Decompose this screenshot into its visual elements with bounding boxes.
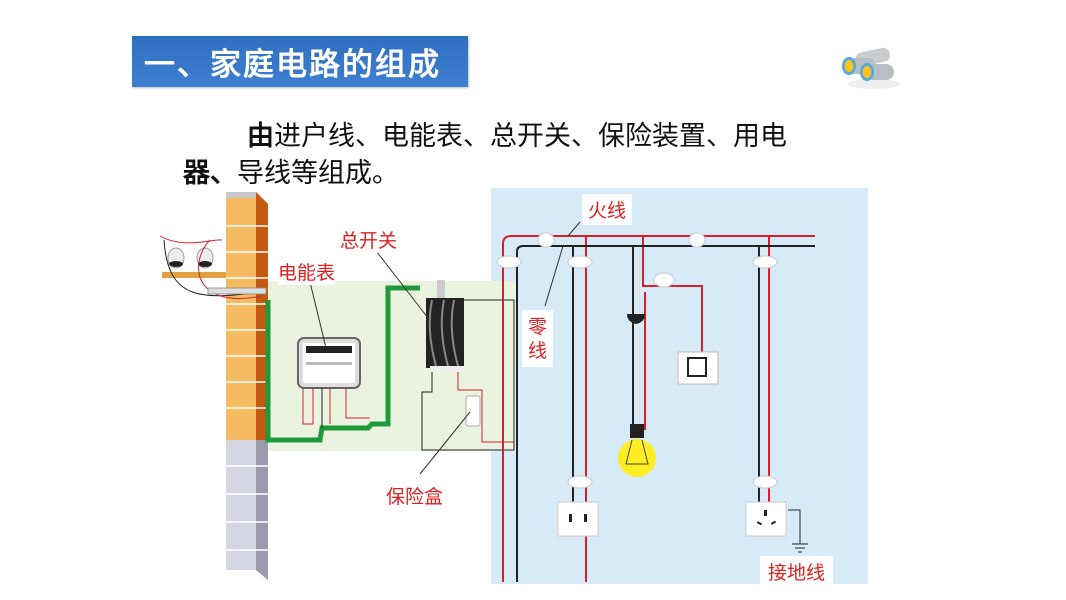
label-live-wire: 火线 bbox=[582, 194, 633, 225]
room-background bbox=[491, 188, 868, 584]
brick-wall bbox=[226, 192, 268, 580]
intro-bold-1: 由 bbox=[247, 121, 274, 152]
lamp-holder-icon bbox=[627, 314, 645, 324]
label-main-switch: 总开关 bbox=[340, 226, 398, 253]
label-neutral-wire-2: 线 bbox=[522, 336, 554, 367]
light-switch-icon bbox=[677, 351, 719, 385]
incoming-insulators bbox=[159, 235, 267, 299]
three-pin-socket-icon bbox=[745, 501, 787, 537]
section-title-bar: 一、家庭电路的组成 bbox=[132, 36, 468, 87]
intro-line-2: 导线等组成。 bbox=[237, 158, 399, 189]
main-switch-icon bbox=[421, 280, 515, 451]
electric-meter-icon bbox=[297, 337, 370, 428]
feed-wire bbox=[265, 285, 420, 443]
section-title: 一、家庭电路的组成 bbox=[144, 47, 441, 83]
ground-symbol-icon bbox=[788, 509, 808, 553]
neutral-wire-bus bbox=[516, 245, 815, 582]
intro-bold-2: 器、 bbox=[183, 158, 237, 189]
light-bulb-icon bbox=[618, 424, 656, 477]
intro-line-1: 进户线、电能表、总开关、保险装置、用电 bbox=[274, 121, 787, 152]
label-meter: 电能表 bbox=[278, 258, 336, 285]
two-pin-socket-icon bbox=[557, 501, 599, 537]
binoculars-icon bbox=[842, 47, 900, 89]
label-neutral-wire-1: 零 bbox=[522, 310, 554, 339]
label-ground-wire: 接地线 bbox=[760, 556, 834, 587]
intro-paragraph: 由进户线、电能表、总开关、保险装置、用电 器、导线等组成。 bbox=[183, 118, 883, 192]
label-fuse-box: 保险盒 bbox=[386, 482, 444, 509]
fuse-box-icon bbox=[465, 395, 481, 427]
